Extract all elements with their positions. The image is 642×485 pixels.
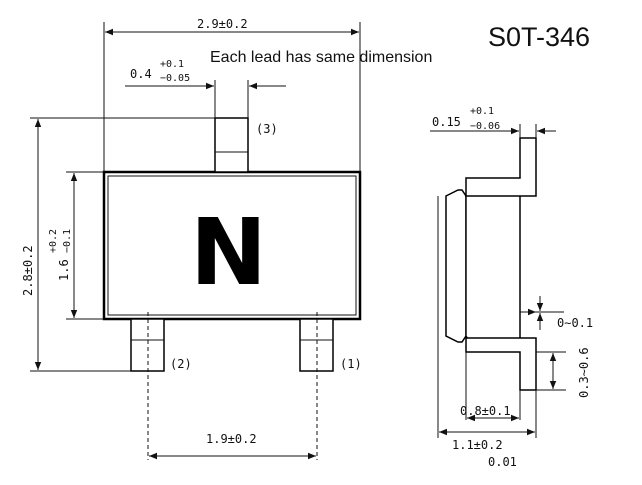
lead-thickness-base: 0.15 [432,115,461,129]
package-name: S0T-346 [488,22,590,52]
body-height-minus-tol: −0.1 [62,229,73,253]
lead-3 [214,117,249,173]
lead-width-base: 0.4 [130,67,152,81]
standoff-value: 0∼0.1 [557,316,593,330]
side-view-lead-bottom [465,337,537,391]
top-view: N (3) (2) (1) 2.9±0.2 0.4 +0.1 −0.05 [21,17,362,460]
lead-width-plus-tol: +0.1 [160,59,184,70]
package-marking: N [190,199,267,306]
lead-thickness-plus-tol: +0.1 [470,106,494,117]
body-height-plus-tol: +0.2 [48,229,59,253]
lead-thickness-minus-tol: −0.06 [470,121,500,132]
pin-pitch-value: 1.9±0.2 [206,432,257,446]
side-view-body-main [465,189,521,343]
package-body-inner-outline [107,175,357,316]
foot-length-value: 0.3∼0.6 [577,347,591,398]
lead-width-minus-tol: −0.05 [160,73,190,84]
total-height-tolerance: 0.01 [488,455,517,469]
overall-width-value: 2.9±0.2 [197,17,248,31]
total-height-value: 1.1±0.2 [452,438,503,452]
side-view-lead-top [465,137,537,197]
body-height-base: 1.6 [57,259,71,281]
pin-2-label: (2) [170,357,192,371]
pin-1-label: (1) [340,357,362,371]
side-view: 0.15 +0.1 −0.06 0∼0.1 0.3∼0.6 0.8±0.1 1.… [430,106,593,469]
side-view-body [445,189,467,343]
pin-3-label: (3) [256,122,278,136]
package-body [102,170,362,321]
body-thickness-value: 0.8±0.1 [460,404,511,418]
overall-height-value: 2.8±0.2 [21,245,35,296]
lead-dimension-note: Each lead has same dimension [210,49,432,66]
